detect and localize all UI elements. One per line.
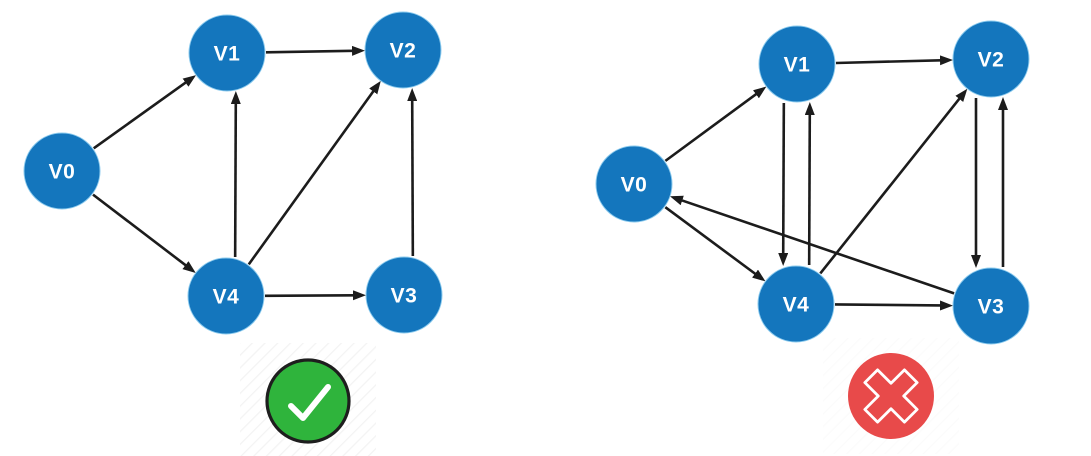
node-circle [952, 267, 1030, 345]
edge-v1-v2 [265, 45, 366, 56]
edge-v4-v1 [230, 90, 241, 258]
graph-node-v4: V4 [187, 257, 265, 335]
check-circle [265, 358, 351, 444]
edge-v0-v4 [92, 193, 196, 273]
node-label: V1 [214, 43, 241, 66]
edge-v4-v1 [804, 101, 815, 266]
edge-v1-v2 [835, 55, 954, 66]
node-circle [188, 14, 266, 92]
node-circle [365, 256, 443, 334]
edge-v0-v4 [664, 206, 766, 282]
node-label: V0 [621, 174, 648, 197]
node-label: V3 [978, 296, 1005, 319]
edge-v3-v2 [407, 87, 418, 257]
edge-v1-v4 [778, 102, 789, 267]
node-label: V2 [390, 40, 417, 63]
node-label: V3 [391, 285, 418, 308]
edge-v4-v3 [264, 290, 367, 301]
node-circle [757, 265, 835, 343]
graph-node-v0: V0 [595, 145, 673, 223]
node-circle [187, 257, 265, 335]
node-circle [364, 11, 442, 89]
edge-v0-v1 [92, 75, 197, 150]
node-label: V4 [213, 286, 240, 309]
graph-node-v3: V3 [365, 256, 443, 334]
node-circle [758, 25, 836, 103]
cross-icon [823, 338, 959, 454]
node-label: V2 [978, 49, 1005, 72]
edge-v4-v2 [247, 80, 381, 266]
edge-v3-v0 [669, 195, 955, 295]
node-label: V1 [784, 54, 811, 77]
node-label: V4 [783, 294, 810, 317]
edge-v4-v3 [834, 300, 954, 311]
check-icon [240, 343, 376, 456]
edge-v4-v2 [819, 88, 968, 275]
graph-node-v2: V2 [952, 20, 1030, 98]
node-label: V0 [49, 161, 76, 184]
check-mark [288, 384, 331, 421]
cross-circle [848, 353, 934, 439]
edge-v0-v1 [664, 86, 767, 162]
graph-node-v4: V4 [757, 265, 835, 343]
graph-node-v1: V1 [758, 25, 836, 103]
graph-node-v2: V2 [364, 11, 442, 89]
node-circle [952, 20, 1030, 98]
graph-node-v3: V3 [952, 267, 1030, 345]
graph-node-v0: V0 [23, 132, 101, 210]
graph-node-v1: V1 [188, 14, 266, 92]
node-circle [595, 145, 673, 223]
cross-mark [863, 368, 919, 424]
node-circle [23, 132, 101, 210]
